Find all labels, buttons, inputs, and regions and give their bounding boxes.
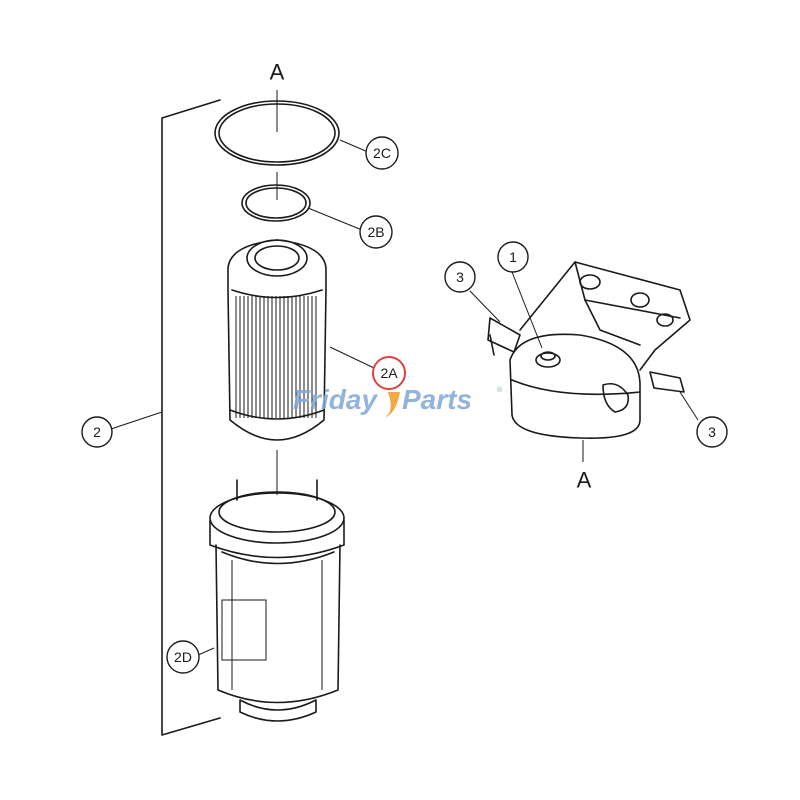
callout-2B: 2B: [359, 215, 393, 249]
leader-3-right: [679, 391, 699, 421]
callout-2D: 2D: [166, 640, 200, 674]
callout-2D-label: 2D: [174, 649, 192, 665]
callout-3-right: 3: [696, 416, 728, 448]
callout-2C-label: 2C: [373, 145, 391, 161]
filter-pleats: [235, 296, 317, 418]
filter-bowl: [209, 479, 345, 722]
leader-2A: [329, 346, 375, 369]
watermark-accent-icon: [384, 392, 400, 418]
callout-2B-label: 2B: [367, 224, 384, 240]
section-mark-top: A: [270, 60, 285, 85]
watermark-logo: Friday Parts ®: [293, 384, 503, 418]
leader-2: [107, 411, 163, 431]
filter-head: [487, 261, 691, 439]
watermark-word-2: Parts: [402, 384, 472, 415]
filter-element: [227, 239, 327, 441]
callout-3-right-label: 3: [708, 424, 716, 440]
callout-2: 2: [81, 416, 113, 448]
watermark-registered: ®: [497, 386, 503, 394]
leader-2B: [307, 207, 363, 231]
callout-3-left: 3: [444, 261, 476, 293]
watermark-word-1: Friday: [293, 384, 378, 415]
group-bracket: [161, 99, 221, 736]
large-o-ring: [214, 100, 340, 166]
callout-2A: 2A: [372, 356, 406, 390]
callout-2A-label: 2A: [380, 365, 398, 381]
small-o-ring: [241, 184, 311, 222]
leader-2C: [339, 139, 369, 153]
callout-1: 1: [497, 241, 529, 273]
callout-1-label: 1: [509, 249, 517, 265]
leader-1: [511, 271, 543, 349]
callout-2-label: 2: [93, 424, 101, 440]
section-mark-bottom: A: [577, 468, 592, 493]
callout-3-left-label: 3: [456, 269, 464, 285]
callout-2C: 2C: [365, 136, 399, 170]
leader-3-left: [469, 290, 501, 323]
